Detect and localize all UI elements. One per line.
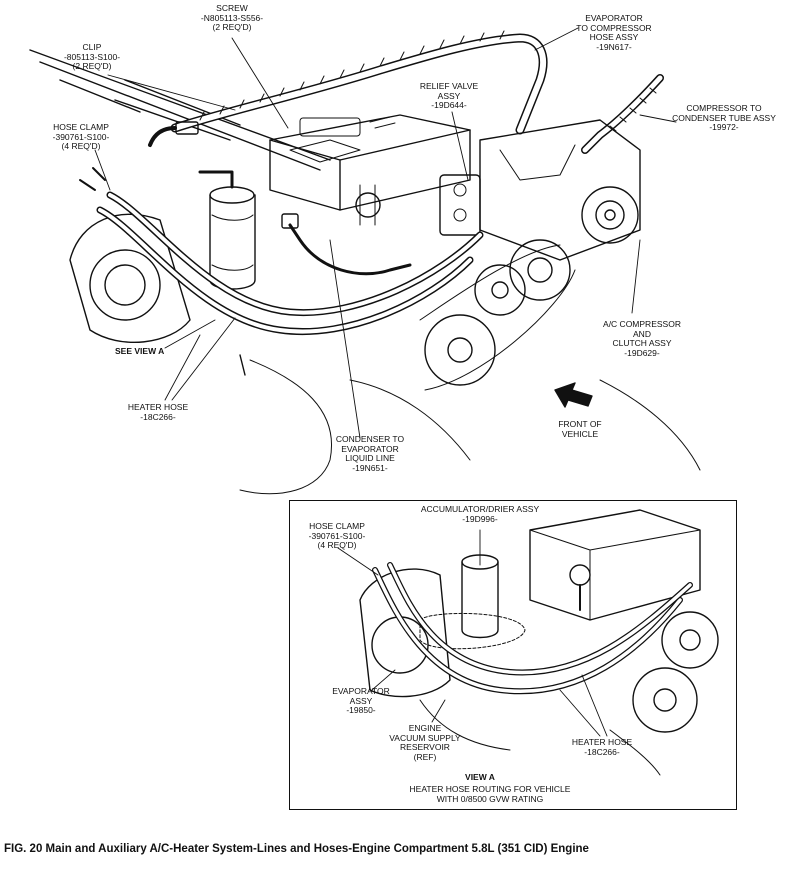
view-a-subtitle: HEATER HOSE ROUTING FOR VEHICLE WITH 0/8… bbox=[409, 784, 571, 804]
liquid-line bbox=[281, 213, 412, 276]
view-a-frame bbox=[289, 500, 737, 810]
intake-manifold bbox=[269, 114, 471, 211]
engine-reservoir-label: ENGINE VACUUM SUPPLY RESERVOIR (REF) bbox=[389, 723, 461, 762]
view-a-title: VIEW A bbox=[465, 772, 495, 782]
compressor-to-condenser-tube bbox=[581, 74, 664, 154]
see-view-a-label: SEE VIEW A bbox=[115, 346, 165, 356]
front-of-vehicle-arrow bbox=[554, 382, 593, 408]
figure-caption: FIG. 20 Main and Auxiliary A/C-Heater Sy… bbox=[4, 843, 589, 855]
screw-label: SCREW -N805113-S556- (2 REQ'D) bbox=[200, 3, 264, 32]
evaporator-label: EVAPORATOR ASSY -19850- bbox=[332, 686, 390, 715]
accumulator-label: ACCUMULATOR/DRIER ASSY -19D996- bbox=[420, 504, 540, 524]
hose-clamp-label: HOSE CLAMP -390761-S100- (4 REQ'D) bbox=[52, 122, 110, 151]
relief-valve-label: RELIEF VALVE ASSY -19D644- bbox=[419, 81, 479, 110]
clip-label: CLIP -805113-S100- (2 REQ'D) bbox=[63, 42, 121, 71]
front-of-vehicle-label: FRONT OF VEHICLE bbox=[558, 419, 602, 439]
engine-pulleys bbox=[419, 239, 576, 391]
leader-lines-view-a bbox=[337, 529, 608, 737]
engine-lower-contours bbox=[239, 354, 701, 495]
accumulator-canister bbox=[198, 170, 256, 290]
compressor-body bbox=[355, 119, 641, 261]
view-a-hose-clamp-label: HOSE CLAMP -390761-S100- (4 REQ'D) bbox=[308, 521, 366, 550]
condenser-to-evaporator-label: CONDENSER TO EVAPORATOR LIQUID LINE -19N… bbox=[335, 434, 405, 473]
fender-lines bbox=[29, 49, 331, 171]
evaporator-to-compressor-hose bbox=[148, 30, 548, 147]
ac-compressor-label: A/C COMPRESSOR AND CLUTCH ASSY -19D629- bbox=[603, 319, 681, 358]
leader-lines-main bbox=[94, 27, 677, 439]
compressor-to-condenser-label: COMPRESSOR TO CONDENSER TUBE ASSY -19972… bbox=[672, 103, 776, 132]
heater-hoses bbox=[79, 167, 484, 335]
view-a-heater-hose-label: HEATER HOSE -18C266- bbox=[571, 737, 633, 757]
view-a-drawing bbox=[359, 509, 719, 776]
evaporator-to-compressor-label: EVAPORATOR TO COMPRESSOR HOSE ASSY -19N6… bbox=[576, 13, 652, 52]
heater-hose-label: HEATER HOSE -18C266- bbox=[127, 402, 189, 422]
